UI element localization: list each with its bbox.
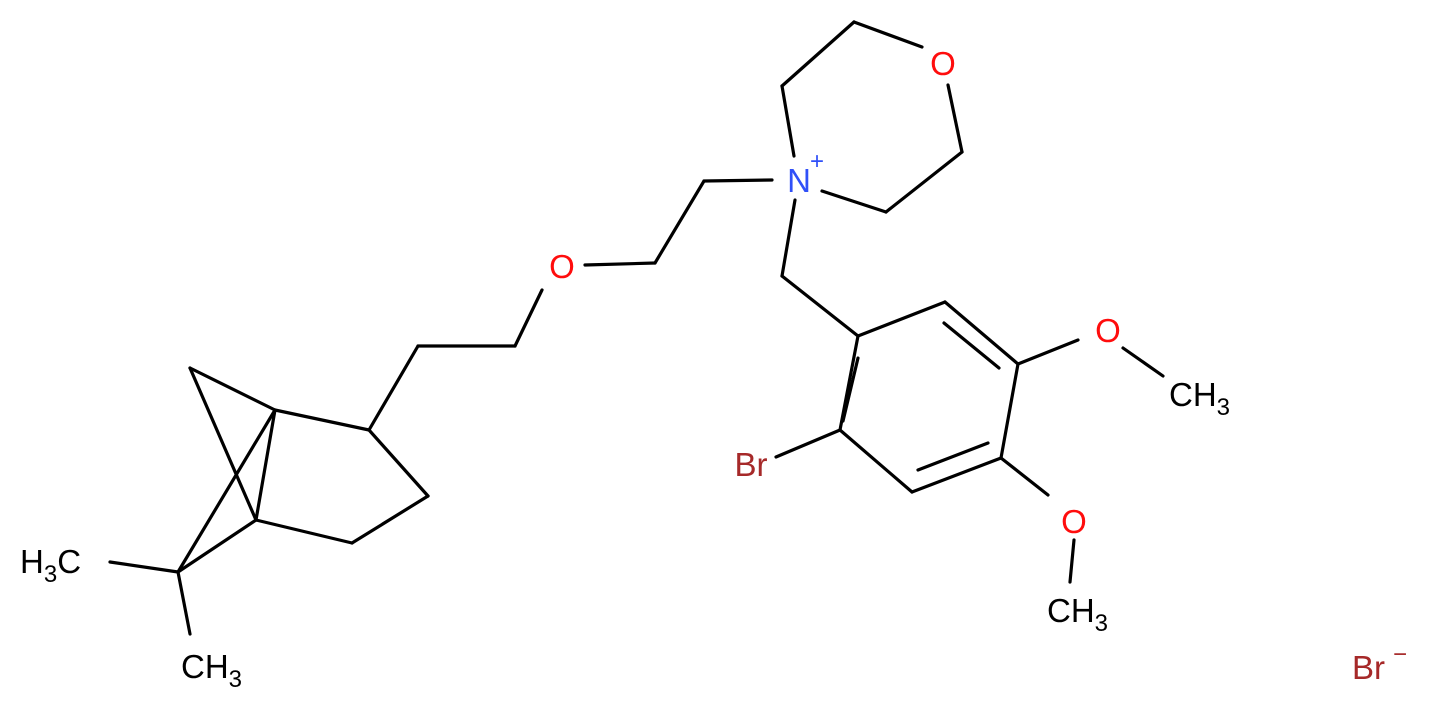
bond bbox=[999, 456, 1050, 497]
bond bbox=[513, 288, 544, 348]
bond bbox=[780, 198, 797, 278]
bond bbox=[188, 366, 258, 522]
negative-charge-label: − bbox=[1393, 641, 1407, 668]
bond bbox=[943, 300, 1020, 366]
oxygen-atom-morpholine: O bbox=[930, 45, 956, 82]
methyl-label-lower: CH3 bbox=[1047, 592, 1108, 637]
bond bbox=[916, 441, 990, 472]
bond bbox=[1016, 338, 1080, 366]
bond bbox=[367, 428, 430, 498]
bond bbox=[852, 20, 924, 49]
bond bbox=[999, 362, 1020, 460]
bond bbox=[780, 274, 860, 338]
bond bbox=[254, 518, 354, 545]
bond bbox=[583, 261, 657, 267]
methyl-label-upper: CH3 bbox=[1169, 376, 1230, 421]
bond bbox=[946, 83, 964, 154]
bond bbox=[780, 20, 856, 88]
bonds bbox=[108, 20, 1165, 636]
bond bbox=[942, 321, 1001, 370]
bond bbox=[1068, 538, 1076, 584]
nitrogen-cation-atom: N bbox=[787, 162, 811, 199]
bond bbox=[108, 560, 180, 574]
bond bbox=[653, 179, 706, 265]
bond bbox=[350, 494, 430, 545]
bond bbox=[910, 456, 1003, 494]
oxygen-atom-methoxy-lower: O bbox=[1061, 503, 1087, 540]
bromine-atom-aryl: Br bbox=[735, 446, 768, 483]
bond bbox=[838, 428, 914, 494]
bond bbox=[780, 84, 796, 158]
bond bbox=[367, 344, 420, 432]
oxygen-atom-methoxy-upper: O bbox=[1095, 312, 1121, 349]
bond bbox=[702, 178, 774, 183]
bond bbox=[176, 408, 277, 574]
positive-charge-label: + bbox=[810, 148, 824, 175]
bond bbox=[176, 570, 192, 636]
oxygen-atom-ether: O bbox=[549, 248, 575, 285]
bond bbox=[254, 408, 277, 522]
bromide-anion-label: Br bbox=[1352, 649, 1385, 686]
bond bbox=[176, 518, 258, 574]
bond bbox=[856, 300, 947, 338]
bond bbox=[1121, 346, 1165, 378]
bond bbox=[820, 189, 888, 214]
methyl-label-gem-left: H3C bbox=[20, 543, 81, 588]
bond bbox=[841, 356, 860, 423]
bond bbox=[273, 408, 371, 432]
atom-labels: O N + O O O Br CH3 CH3 CH3 H3C Br − bbox=[20, 45, 1407, 693]
bond bbox=[884, 150, 964, 214]
bond bbox=[774, 428, 842, 459]
methyl-label-gem-bottom: CH3 bbox=[181, 648, 242, 693]
bond bbox=[188, 366, 277, 412]
